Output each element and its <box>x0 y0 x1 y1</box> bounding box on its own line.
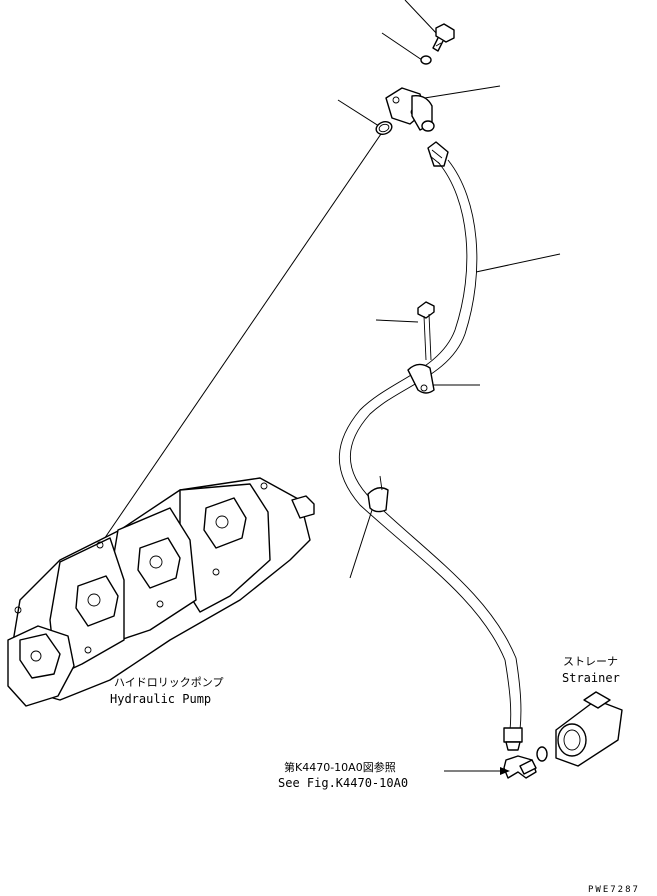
pump-label-en: Hydraulic Pump <box>110 692 211 706</box>
o-ring <box>375 121 393 135</box>
pump-label-jp: ハイドロリックポンプ <box>114 676 223 689</box>
elbow-fitting <box>503 755 537 779</box>
reference-arrow <box>500 767 510 775</box>
washer <box>420 55 432 65</box>
reference-label-en: See Fig.K4470-10A0 <box>278 776 408 790</box>
strainer <box>555 691 623 767</box>
drawing-code: PWE7287 <box>588 885 640 895</box>
hydraulic-hose <box>338 159 522 731</box>
bolt-top <box>432 23 455 52</box>
clamp-upper <box>407 301 435 394</box>
leader-lines <box>99 0 561 772</box>
strainer-label-jp: ストレーナ <box>563 655 618 668</box>
flange-elbow <box>385 87 435 132</box>
reference-label-jp: 第K4470-10A0図参照 <box>284 760 396 774</box>
hose-fitting-bottom <box>503 727 523 751</box>
o-ring-small <box>536 746 548 762</box>
hydraulic-pump <box>7 477 315 707</box>
strainer-label-en: Strainer <box>562 671 620 685</box>
clamp-lower <box>367 475 389 513</box>
